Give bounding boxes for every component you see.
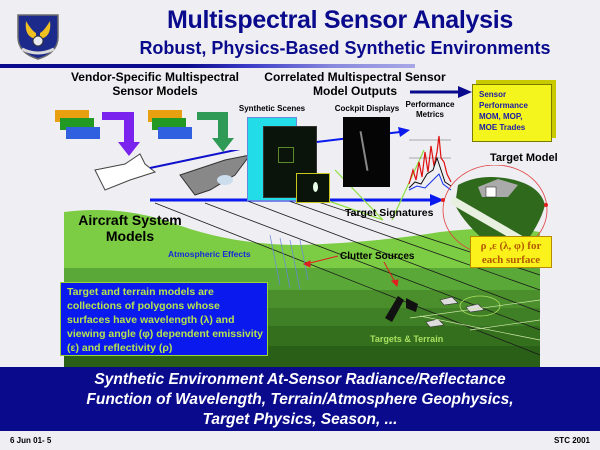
- synthetic-scenes-label: Synthetic Scenes: [238, 104, 306, 113]
- summary-banner: Synthetic Environment At-Sensor Radiance…: [0, 367, 600, 431]
- box-line: Performance: [479, 101, 528, 110]
- title-divider: [0, 64, 415, 68]
- sensor-performance-box: Sensor Performance MOM, MOP, MOE Trades: [472, 84, 552, 142]
- box-line: Sensor: [479, 90, 507, 99]
- aircraft-icons: [94, 150, 252, 196]
- polygon-info-box: Target and terrain models are collection…: [60, 282, 268, 356]
- banner-line: Synthetic Environment At-Sensor Radiance…: [94, 371, 506, 388]
- footer-org: STC 2001: [553, 436, 590, 445]
- box-line: ρ ,ε (λ, φ) for: [480, 240, 542, 252]
- banner-line: Function of Wavelength, Terrain/Atmosphe…: [86, 391, 514, 408]
- performance-metrics-plot: [408, 135, 452, 191]
- correlated-outputs-label: Correlated Multispectral Sensor Model Ou…: [264, 70, 446, 98]
- target-signatures-label: Target Signatures: [345, 207, 434, 219]
- target-model-label: Target Model: [490, 152, 558, 164]
- box-line: MOE Trades: [479, 123, 526, 132]
- purple-arrow-icon: [102, 112, 140, 156]
- page-title: Multispectral Sensor Analysis: [166, 6, 514, 34]
- cockpit-displays-label: Cockpit Displays: [334, 104, 400, 113]
- target-signature-thumb: [296, 173, 330, 203]
- footer-date: 6 Jun 01- 5: [10, 436, 52, 445]
- banner-line: Target Physics, Season, ...: [202, 411, 398, 428]
- vendor-models-label: Vendor-Specific Multispectral Sensor Mod…: [70, 70, 240, 98]
- target-model-image: [441, 165, 548, 256]
- targets-terrain-label: Targets & Terrain: [370, 334, 444, 344]
- surface-params-box: ρ ,ε (λ, φ) for each surface: [470, 236, 552, 268]
- aircraft-system-models-label: Aircraft System Models: [78, 212, 182, 244]
- air-force-command-shield-icon: [17, 14, 59, 60]
- sensor-model-blocks: [55, 110, 234, 156]
- box-line: each surface: [481, 254, 541, 266]
- atmospheric-effects-label: Atmospheric Effects: [168, 249, 251, 259]
- clutter-sources-label: Clutter Sources: [340, 251, 415, 262]
- performance-metrics-label: Performance Metrics: [405, 100, 455, 119]
- box-line: MOM, MOP,: [479, 112, 523, 121]
- green-arrow-icon: [197, 112, 234, 152]
- cockpit-display-image: [343, 117, 390, 187]
- page-subtitle: Robust, Physics-Based Synthetic Environm…: [139, 38, 551, 58]
